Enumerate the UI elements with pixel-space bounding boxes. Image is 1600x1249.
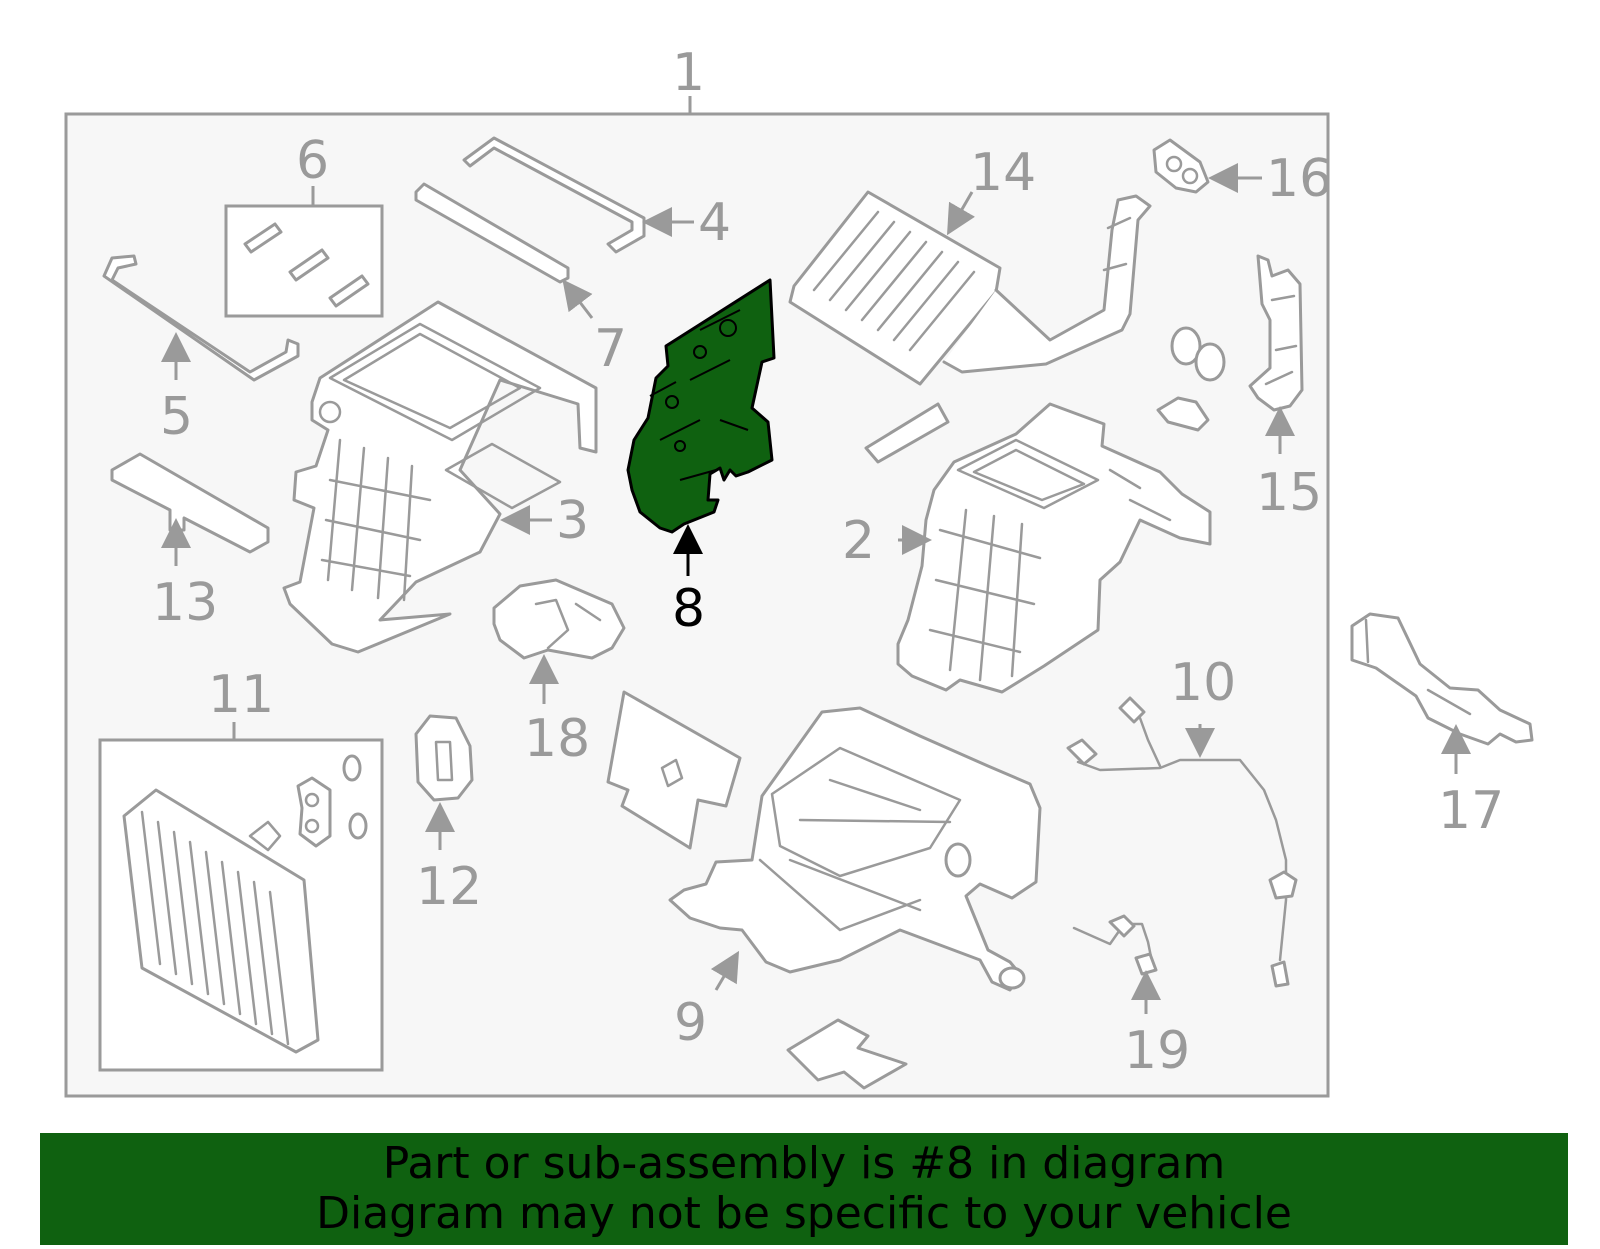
callout-18[interactable]: 18: [524, 709, 590, 769]
part-5-rod[interactable]: [102, 254, 300, 382]
banner-line-1: Part or sub-assembly is #8 in diagram: [382, 1138, 1226, 1189]
part-11-evaporator[interactable]: [98, 722, 384, 1072]
callout-19[interactable]: 19: [1124, 1021, 1190, 1081]
callout-13[interactable]: 13: [152, 573, 218, 633]
part-12-cap[interactable]: [414, 714, 474, 850]
part-7-seal-strip[interactable]: [414, 182, 594, 319]
callout-10[interactable]: 10: [1170, 653, 1236, 713]
callout-3[interactable]: 3: [556, 491, 589, 551]
part-16-grommet[interactable]: [1152, 138, 1262, 194]
part-small-bracket: [864, 402, 950, 464]
callout-7[interactable]: 7: [594, 319, 627, 379]
callout-12[interactable]: 12: [416, 857, 482, 917]
callout-15[interactable]: 15: [1256, 463, 1322, 523]
part-2-right-case[interactable]: [896, 402, 1212, 694]
callout-14[interactable]: 14: [970, 143, 1036, 203]
part-foam-pad: [606, 690, 742, 850]
part-14-heater-core[interactable]: [788, 190, 1152, 386]
info-banner: Part or sub-assembly is #8 in diagram Di…: [40, 1133, 1568, 1245]
callout-11[interactable]: 11: [208, 665, 274, 725]
part-3-left-case[interactable]: [282, 300, 598, 654]
part-13-bracket[interactable]: [110, 452, 270, 566]
callout-5[interactable]: 5: [160, 387, 193, 447]
callout-6[interactable]: 6: [296, 131, 329, 191]
callout-8[interactable]: 8: [672, 579, 705, 639]
part-19-sensor[interactable]: [1072, 914, 1161, 1014]
part-17-duct[interactable]: [1350, 612, 1534, 774]
part-small-sleeves: [1156, 326, 1226, 432]
callout-17[interactable]: 17: [1438, 781, 1504, 841]
part-10-wire-harness[interactable]: [1066, 696, 1298, 988]
part-15-bracket[interactable]: [1248, 254, 1304, 454]
callout-16[interactable]: 16: [1266, 149, 1332, 209]
callout-4[interactable]: 4: [698, 193, 731, 253]
part-8-highlighted[interactable]: [626, 278, 776, 576]
callout-1[interactable]: 1: [672, 43, 705, 103]
part-4-rod[interactable]: [462, 136, 694, 254]
part-bottom-gasket: [786, 1018, 908, 1090]
part-9-lower-case[interactable]: [668, 706, 1042, 992]
callout-9[interactable]: 9: [674, 993, 707, 1053]
part-18-actuator[interactable]: [492, 578, 626, 704]
callout-2[interactable]: 2: [842, 511, 875, 571]
banner-line-2: Diagram may not be specific to your vehi…: [316, 1188, 1292, 1239]
part-6-clips[interactable]: [224, 186, 384, 318]
